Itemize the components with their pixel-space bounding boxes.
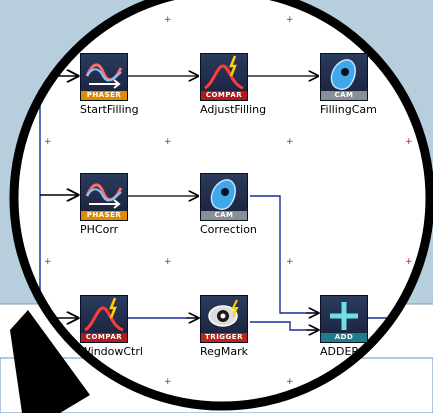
node-label: PHCorr xyxy=(80,223,119,236)
node-label: StartFilling xyxy=(80,103,139,116)
cam-icon: CAM xyxy=(320,53,368,101)
node-fillingcam[interactable]: CAM FillingCam xyxy=(320,53,410,116)
node-label: AdjustFilling xyxy=(200,103,267,116)
node-type-tag: COMPAR xyxy=(201,91,247,100)
node-type-tag: ADD xyxy=(321,333,367,342)
compar-icon: COMPAR xyxy=(200,53,248,101)
svg-text:+: + xyxy=(164,257,172,267)
node-label: RegMark xyxy=(200,345,249,358)
magnifier-handle xyxy=(10,310,90,413)
node-label: WindowCtrl xyxy=(80,345,143,358)
node-type-tag: TRIGGER xyxy=(201,333,247,342)
node-type-tag: PHASER xyxy=(81,211,127,220)
phaser-icon: PHASER xyxy=(80,173,128,221)
magnifier-rim xyxy=(9,0,433,411)
node-label: FillingCam xyxy=(320,103,377,116)
svg-text:+: + xyxy=(286,257,294,267)
compar-icon: COMPAR xyxy=(80,295,128,343)
node-startfilling[interactable]: PHASER StartFilling xyxy=(80,53,170,116)
node-type-tag: CAM xyxy=(321,91,367,100)
grid-markers: + + + + + + + + + + + + xyxy=(44,15,413,387)
node-label: ADDER xyxy=(320,345,360,358)
node-regmark[interactable]: TRIGGER RegMark xyxy=(200,295,290,358)
node-adder[interactable]: ADD ADDER xyxy=(320,295,410,358)
node-phcorr[interactable]: PHASER PHCorr xyxy=(80,173,170,236)
node-windowctrl[interactable]: COMPAR WindowCtrl xyxy=(80,295,170,358)
svg-text:+: + xyxy=(164,15,172,25)
node-label: Correction xyxy=(200,223,257,236)
trigger-icon: TRIGGER xyxy=(200,295,248,343)
add-icon: ADD xyxy=(320,295,368,343)
phaser-icon: PHASER xyxy=(80,53,128,101)
svg-text:+: + xyxy=(286,15,294,25)
svg-text:+: + xyxy=(405,257,413,267)
node-type-tag: PHASER xyxy=(81,91,127,100)
svg-text:+: + xyxy=(286,377,294,387)
svg-text:+: + xyxy=(44,137,52,147)
svg-text:+: + xyxy=(286,137,294,147)
node-type-tag: COMPAR xyxy=(81,333,127,342)
svg-text:+: + xyxy=(44,257,52,267)
cam-icon: CAM xyxy=(200,173,248,221)
node-adjustfilling[interactable]: COMPAR AdjustFilling xyxy=(200,53,290,116)
node-correction[interactable]: CAM Correction xyxy=(200,173,290,236)
svg-text:+: + xyxy=(405,137,413,147)
svg-text:+: + xyxy=(164,377,172,387)
svg-text:+: + xyxy=(164,137,172,147)
node-type-tag: CAM xyxy=(201,211,247,220)
